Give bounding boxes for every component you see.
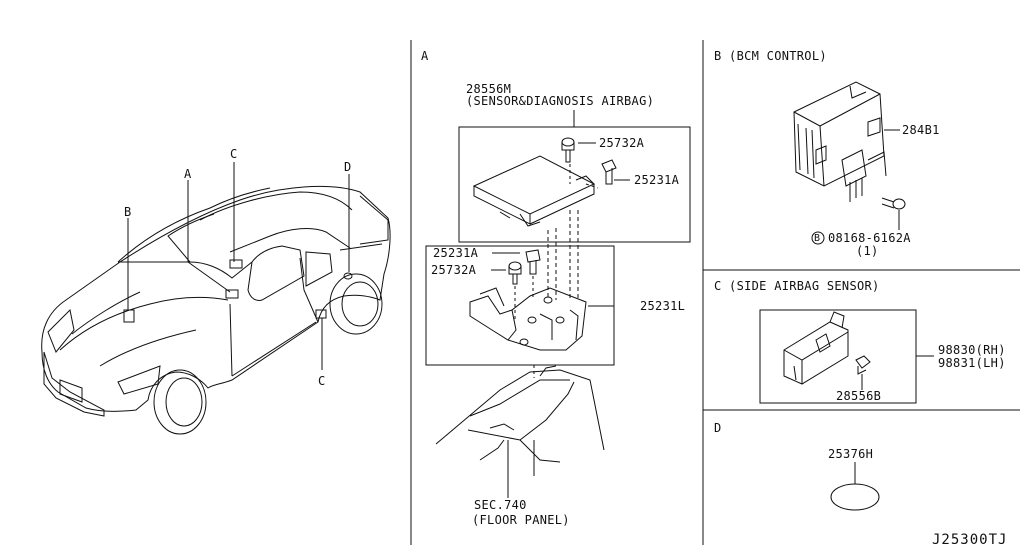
side-sensor-nut-drawing <box>855 355 871 375</box>
sensor-unit-drawing <box>472 155 596 227</box>
nut-upper-drawing <box>601 159 617 185</box>
section-title-c: C (SIDE AIRBAG SENSOR) <box>714 279 880 293</box>
plug-drawing <box>830 483 880 511</box>
part-sensor-unit: 28556M <box>466 82 512 96</box>
bcm-bolt-marker-circle <box>811 231 825 245</box>
part-side-sensor-nut: 28556B <box>836 389 882 403</box>
part-bcm-bolt-qty: (1) <box>856 244 879 258</box>
part-bolt-upper: 25732A <box>599 136 645 150</box>
part-sensor-unit-desc: (SENSOR&DIAGNOSIS AIRBAG) <box>466 94 655 108</box>
car-illustration <box>41 186 391 435</box>
car-callout-d: D <box>344 160 352 174</box>
part-bolt-lower: 25732A <box>431 263 477 277</box>
section-title-b: B (BCM CONTROL) <box>714 49 827 63</box>
bcm-bolt-drawing <box>881 197 906 210</box>
bolt-lower-drawing <box>508 261 522 285</box>
bcm-drawing <box>793 81 887 202</box>
diagram-code: J25300TJ <box>932 532 1008 548</box>
floor-panel-drawing <box>435 365 605 463</box>
part-bcm: 284B1 <box>902 123 940 137</box>
bolt-upper-drawing <box>561 137 575 163</box>
part-plug: 25376H <box>828 447 874 461</box>
car-callout-c-bottom: C <box>318 374 326 388</box>
bracket-drawing <box>469 287 587 351</box>
section-label-d: D <box>714 421 722 435</box>
part-bcm-bolt-marker: B <box>814 233 821 244</box>
car-callout-c-top: C <box>230 147 238 161</box>
side-sensor-drawing <box>783 311 849 385</box>
car-callout-b: B <box>124 205 132 219</box>
part-floor-desc: (FLOOR PANEL) <box>472 513 570 527</box>
nut-lower-drawing <box>525 249 541 275</box>
part-side-sensor-rh: 98830(RH) <box>938 343 1006 357</box>
leader-car-a2 <box>187 261 231 293</box>
car-callout-a: A <box>184 167 192 181</box>
part-nut-upper: 25231A <box>634 173 680 187</box>
part-nut-lower: 25231A <box>433 246 479 260</box>
part-bracket: 25231L <box>640 299 686 313</box>
part-floor-sec: SEC.740 <box>474 498 527 512</box>
part-bcm-bolt: 08168-6162A <box>828 231 911 245</box>
part-side-sensor-lh: 98831(LH) <box>938 356 1006 370</box>
section-label-a: A <box>421 49 429 63</box>
